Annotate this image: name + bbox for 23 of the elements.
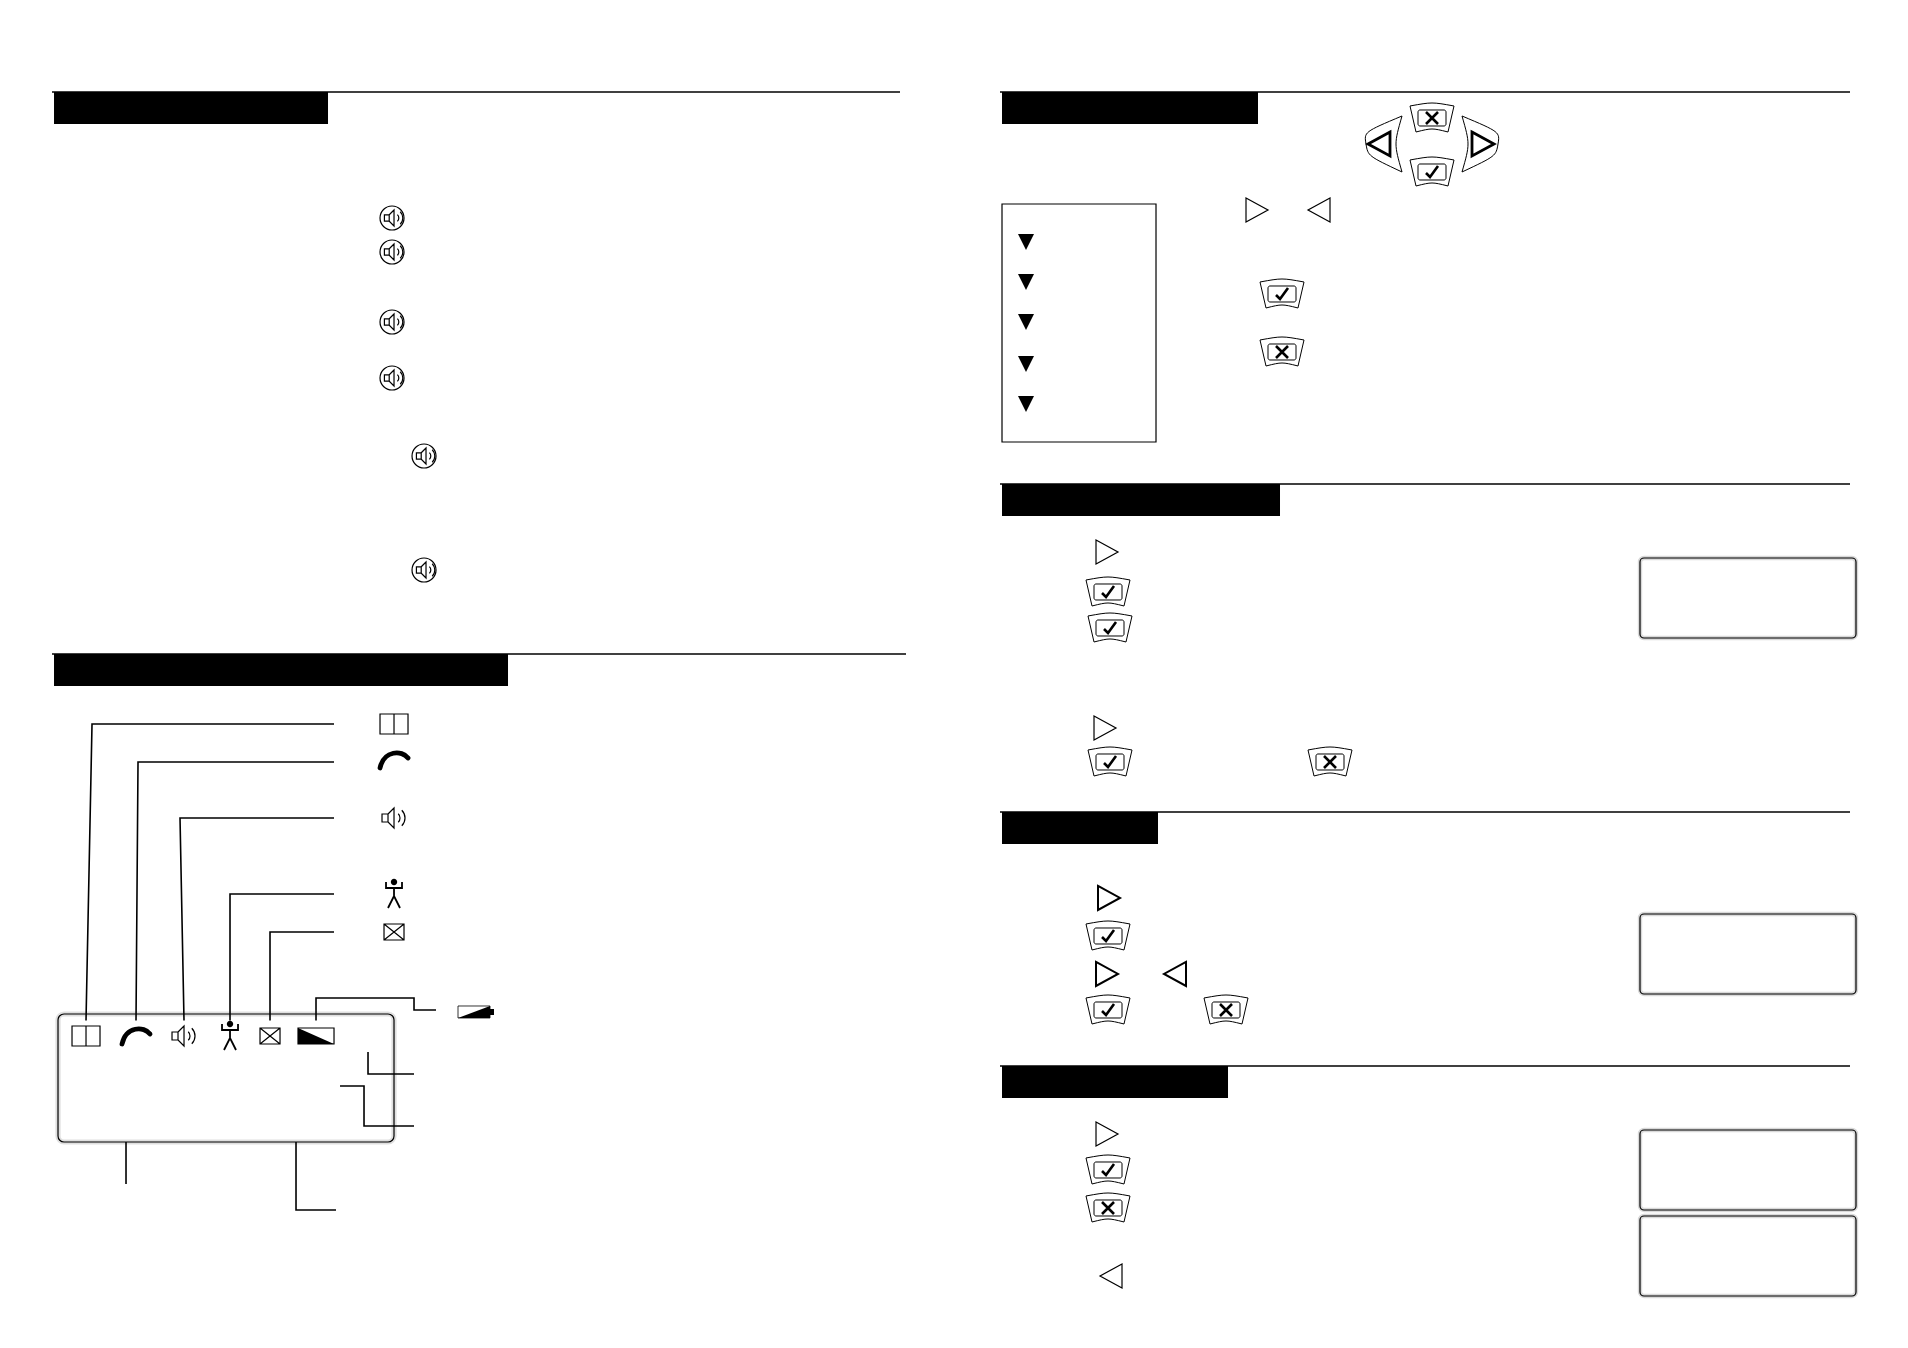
leader-line xyxy=(315,997,437,1022)
person-icon xyxy=(221,1020,239,1051)
heading-bar xyxy=(1002,92,1258,124)
leader-line xyxy=(367,1051,415,1075)
leader-line xyxy=(85,723,335,1022)
speaker-icon xyxy=(171,1024,196,1048)
lcd-display xyxy=(55,1011,397,1145)
leader-line xyxy=(269,931,335,1022)
leader-line xyxy=(135,761,335,1022)
heading-bar xyxy=(54,92,328,124)
leader-line xyxy=(229,893,335,1022)
phone-icon xyxy=(119,1026,153,1047)
leader-line xyxy=(179,817,335,1022)
leader-line xyxy=(125,1141,127,1185)
book-icon xyxy=(71,1025,101,1047)
heading-bar xyxy=(54,654,508,686)
heading-bar xyxy=(1002,484,1280,516)
leader-line xyxy=(339,1085,415,1127)
battery-icon xyxy=(297,1027,335,1045)
heading-bar xyxy=(1002,812,1158,844)
leader-line xyxy=(295,1141,337,1211)
envelope-icon xyxy=(259,1027,281,1045)
heading-bar xyxy=(1002,1066,1228,1098)
